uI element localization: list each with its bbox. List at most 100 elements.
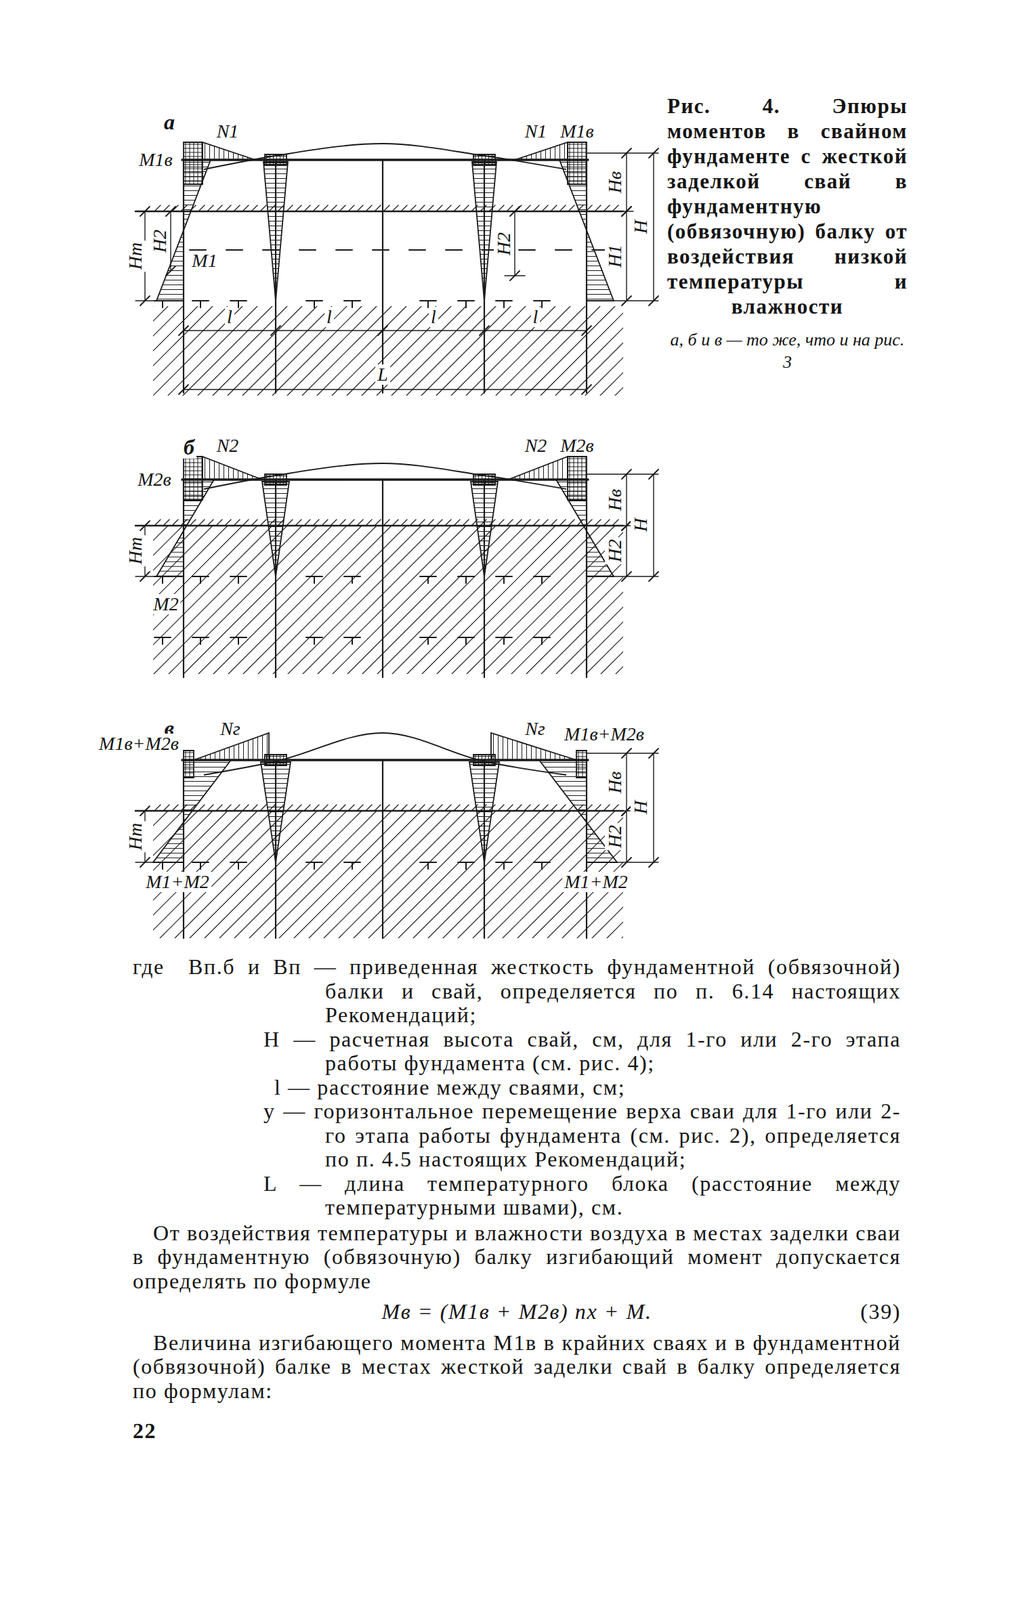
hatch-line [582,750,584,778]
hatch-line [469,849,500,851]
hatch-line [510,456,511,480]
hatch-line [376,306,467,396]
hatch-line [576,772,587,774]
hatch-line [156,274,184,276]
hatch-line [472,168,497,170]
moment-diagram-outline [260,762,291,863]
dimension-line [183,388,587,390]
ground-hatch [163,804,170,811]
moment-diagram-outline [472,161,497,301]
dimension-tick [510,206,520,217]
hatch-line [260,820,291,822]
hatch-line [586,274,614,276]
hatch-line [472,182,497,184]
dimension-line [652,753,654,863]
moment-label: M2в [135,469,173,490]
ground-hatch [260,804,267,811]
hatch-line [263,168,288,170]
hatch-line [541,525,690,674]
hatch-line [153,306,243,396]
hatching [469,764,500,860]
hatch-line [260,854,291,855]
hatch-line [567,466,587,468]
hatch-line [556,514,587,516]
ground-hatch [356,804,364,811]
hatch-line [569,142,571,185]
hatch-line [183,487,203,488]
hatch-line [391,306,481,396]
moment-label: M1+M2 [562,871,630,893]
ground-hatch [550,519,557,526]
ground-hatch [612,205,619,212]
hatch-line [474,754,476,766]
hatch-line [567,148,587,150]
dimension-tick [581,325,592,336]
ground-hatch [453,519,460,526]
ground-hatch [550,804,557,811]
hatch-line [472,249,497,250]
ground-hatch [506,205,513,212]
hatching [153,824,184,858]
dimension-tick [165,266,176,276]
hatch-line [4,525,154,674]
hatch-line [472,272,497,274]
hatch-line [470,559,498,561]
hatch-line [263,182,288,184]
hatch-line [470,488,498,490]
hatch-line [156,284,184,286]
hatch-line [262,540,290,542]
hatch-line [472,235,497,236]
hatch-line [539,799,587,801]
hatch-line [491,474,493,485]
moment-label: M1в [558,121,596,142]
ground-hatch [453,804,460,811]
hatch-line [183,148,203,150]
ground-hatch [603,519,610,526]
ground-hatch [409,519,416,526]
ground-hatch [242,205,249,212]
hatch-line [562,810,690,939]
pile-line [382,479,384,678]
hatch-line [156,556,184,558]
ground-hatch [497,519,504,526]
ground-hatch [233,519,240,526]
dimension-label: H2 [149,227,171,255]
ground-hatch [568,519,575,526]
hatch-line [469,811,500,813]
hatch-line [570,306,660,396]
hatch-line [470,497,498,499]
hatch-line [183,799,231,801]
hatch-line [183,818,231,820]
hatch-line [469,825,500,827]
hatch-line [621,810,750,939]
hatch-line [316,306,407,396]
definition-item: H — расчетная высота свай, см, для 1-го … [132,1027,901,1076]
hatch-line [272,306,362,396]
hatch-line [578,750,580,778]
ground-hatch [603,205,610,212]
ground-hatch [497,205,504,212]
hatch-line [156,293,184,295]
hatch-line [469,830,500,832]
hatch-line [153,852,184,854]
hatch-line [183,768,194,770]
hatch-line [512,732,513,760]
body-paragraph: От воздействия температуры и влажности в… [132,1221,901,1294]
ground-hatch [224,205,231,212]
freeze-mark [503,576,505,584]
ground-hatch [541,519,548,526]
hatch-line [153,857,184,859]
hatch-line [567,487,587,488]
hatch-line [556,519,587,521]
hatch-line [183,762,231,763]
dimension-label: Hв [604,487,626,513]
dimension-label: Hт [125,535,146,567]
hatch-line [183,772,194,774]
pile-line [382,759,384,939]
hatch-line [331,306,422,396]
ground-hatch [330,205,337,212]
hatch-line [212,306,303,396]
hatch-line [470,540,498,542]
hatch-line [549,142,551,160]
beam-moment-curve [203,463,567,490]
